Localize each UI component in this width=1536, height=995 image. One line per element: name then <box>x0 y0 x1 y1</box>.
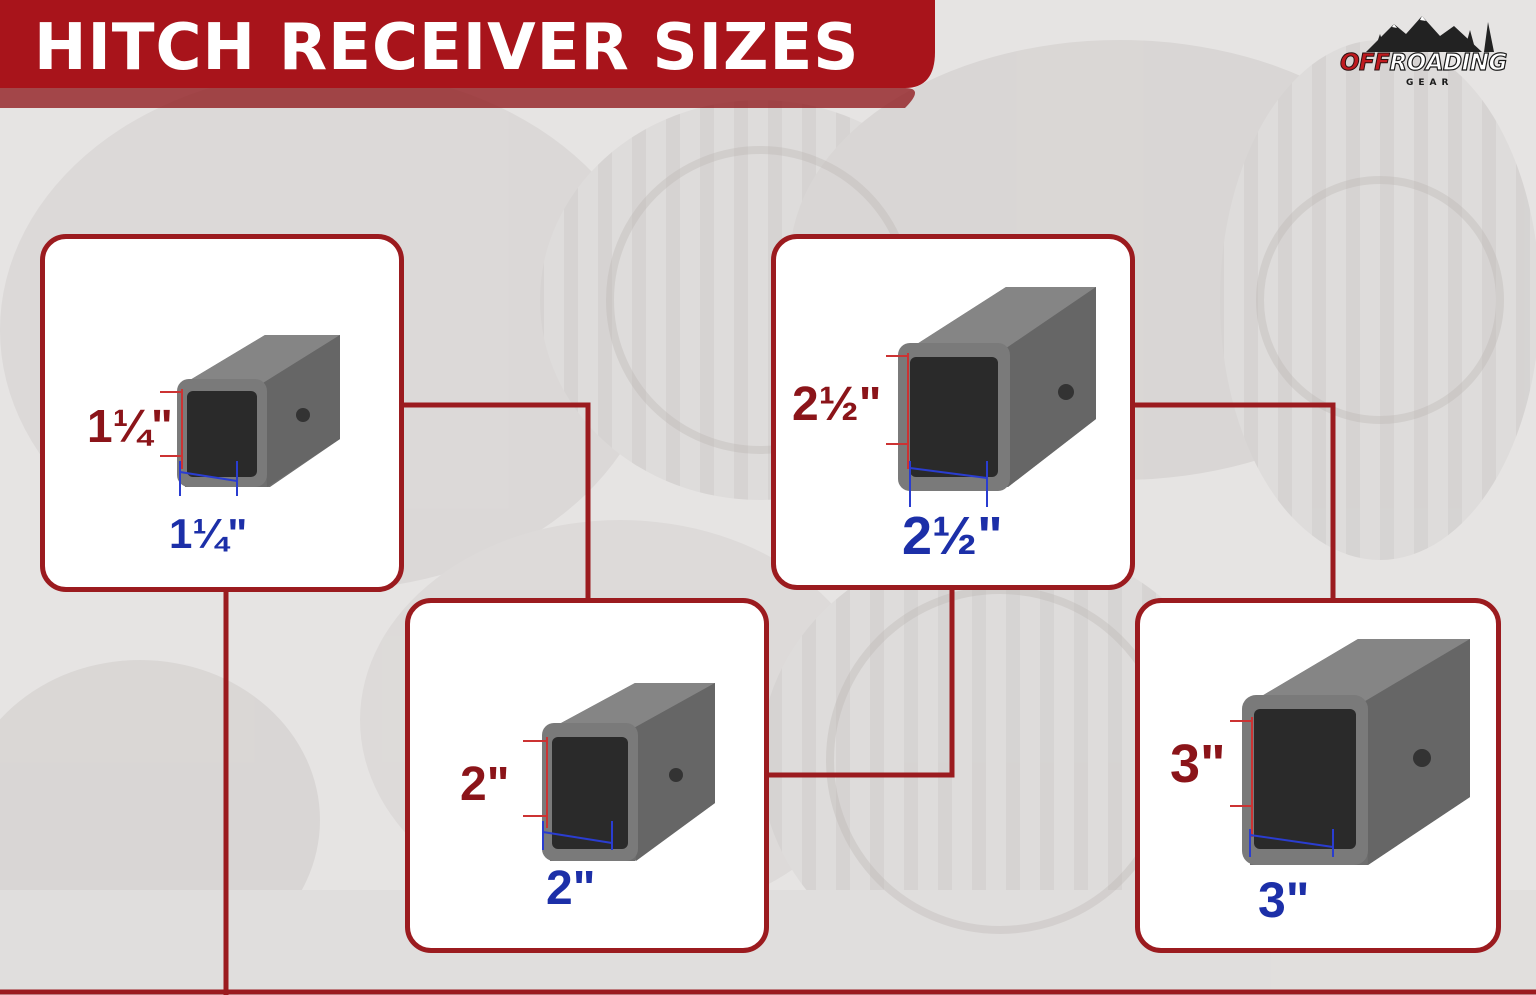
logo-wordmark: OFFROADING <box>1339 49 1508 77</box>
height-label: 1¼" <box>87 400 173 452</box>
size-card-3: 3" 3" <box>1135 598 1501 953</box>
size-card-1-1-4: 1¼" 1¼" <box>40 234 404 592</box>
receiver-tube-icon <box>160 335 340 496</box>
height-label: 3" <box>1170 734 1226 794</box>
page-title: HITCH RECEIVER SIZES <box>34 11 860 85</box>
width-label: 2½" <box>902 506 1003 566</box>
banner-shape <box>0 0 935 108</box>
receiver-tube-icon <box>886 287 1096 507</box>
width-label: 3" <box>1258 872 1310 928</box>
width-label: 2" <box>546 862 596 915</box>
title-banner: HITCH RECEIVER SIZES <box>0 0 935 110</box>
offroading-gear-logo: OFFROADING GEAR <box>1336 8 1522 94</box>
height-label: 2½" <box>792 378 882 431</box>
receiver-tube-icon <box>523 683 715 861</box>
logo-subtext: GEAR <box>1406 78 1454 88</box>
receiver-tube-icon <box>1230 639 1470 865</box>
width-label: 1¼" <box>169 510 248 557</box>
logo-word-roading: ROADING <box>1389 49 1508 76</box>
logo-word-off: OFF <box>1339 50 1390 77</box>
mountain-logo-icon <box>1366 16 1494 52</box>
height-label: 2" <box>460 758 510 811</box>
size-card-2-1-2: 2½" 2½" <box>771 234 1135 590</box>
size-card-2: 2" 2" <box>405 598 769 953</box>
